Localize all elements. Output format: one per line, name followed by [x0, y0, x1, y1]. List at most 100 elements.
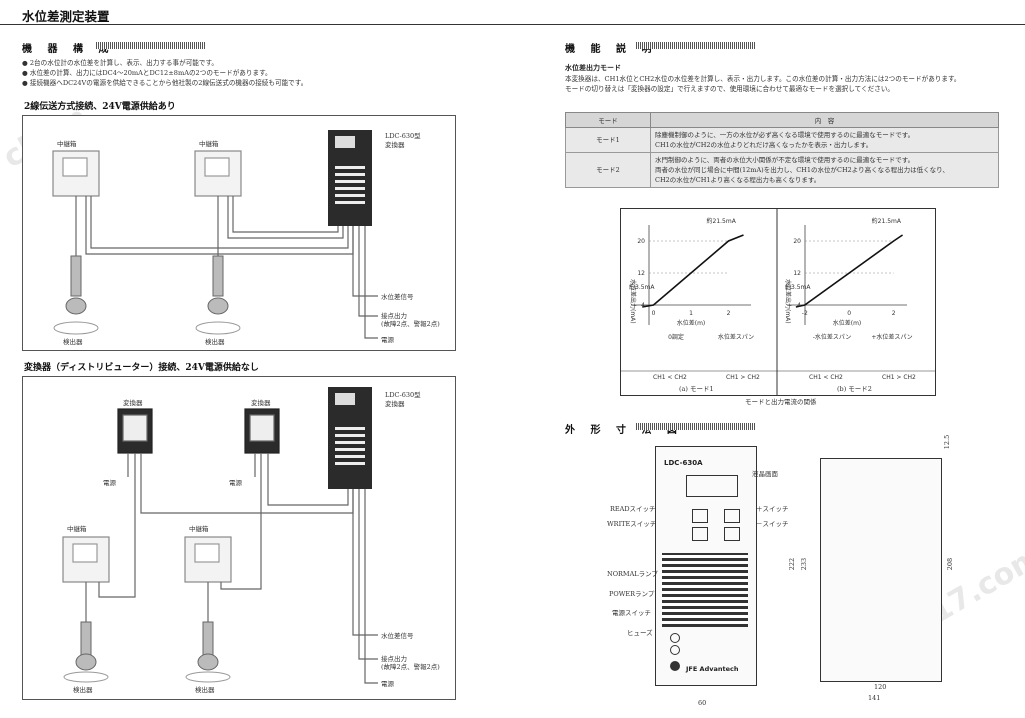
chart-b-label: (b) モード2 — [837, 385, 872, 393]
region-label: CH1 > CH2 — [882, 374, 916, 381]
contact-detail: (故障2点、警報2点) — [381, 663, 440, 671]
power-lamp — [670, 645, 680, 655]
diagram2-wiring — [62, 387, 378, 684]
signal-label: 水位差信号 — [381, 293, 414, 301]
diagram1-box: 中継箱 中継箱 検出器 検出器 LDC-630型 変換器 水位差信号 接点出力 … — [22, 115, 456, 351]
write-button[interactable] — [692, 527, 708, 541]
table-row: モード1 除塵機制御のように、一方の水位が必ず高くなる環境で使用するのに最適なモ… — [565, 127, 999, 153]
section-bar — [96, 42, 206, 49]
junction-label: 中継箱 — [199, 140, 219, 148]
contact-label: 接点出力 — [381, 312, 407, 320]
normal-callout: NORMALランプ — [607, 570, 658, 578]
signal-label: 水位差信号 — [381, 632, 414, 640]
annotation: 約3.5mA — [629, 283, 655, 291]
section-bar — [636, 42, 756, 49]
brand-label: JFE Advantech — [686, 665, 739, 673]
dim-208: 208 — [946, 557, 955, 571]
section-bar — [636, 423, 756, 430]
detector-label: 検出器 — [73, 686, 93, 694]
power-label: 電源 — [381, 680, 394, 688]
read-button[interactable] — [692, 509, 708, 523]
device-model: LDC-630A — [664, 459, 703, 467]
converter-label: 変換器 — [385, 400, 405, 408]
mode-cell: モード2 — [565, 152, 651, 188]
dim-222: 222 — [788, 557, 797, 571]
function-line: モードの切り替えは「変換器の設定」で行えますので、使用環境に合わせて最適なモード… — [565, 85, 895, 93]
table-row: モード2 水門制御のように、両者の水位大小関係が不定な環境で使用するのに最適なモ… — [565, 152, 999, 188]
region-label: CH1 < CH2 — [809, 374, 843, 381]
x-tick-label: 1 — [689, 310, 693, 317]
junction-label: 中継箱 — [57, 140, 77, 148]
junction-label: 中継箱 — [67, 525, 87, 533]
mode-cell: モード1 — [565, 127, 651, 153]
section-title-function: 機 能 説 明 — [565, 44, 658, 55]
function-line: 本変換器は、CH1水位とCH2水位の水位差を計算し、表示・出力します。この水位差… — [565, 75, 961, 83]
bullet-list: ● 2台の水位計の水位差を計算し、表示、出力する事が可能です。 ● 水位差の計算… — [22, 58, 307, 88]
fuse — [670, 661, 680, 671]
terminal-block — [662, 553, 748, 627]
converter-label: 変換器 — [385, 141, 405, 149]
region-label: CH1 > CH2 — [726, 374, 760, 381]
dist-power-label: 電源 — [103, 479, 116, 487]
display-window — [686, 475, 738, 497]
mode-desc: 水門制御のように、両者の水位大小関係が不定な環境で使用するのに最適なモードです。… — [650, 152, 999, 188]
annotation: 約3.5mA — [785, 283, 811, 291]
write-callout: WRITEスイッチ — [607, 520, 657, 528]
diagram2-box: 変換器 変換器 電源 電源 中継箱 中継箱 検出器 検出器 LDC-630型 変… — [22, 376, 456, 700]
chart-a-label: (a) モード1 — [679, 385, 714, 393]
minus-button[interactable] — [724, 527, 740, 541]
region-label: CH1 < CH2 — [653, 374, 687, 381]
table-header: モード — [565, 112, 651, 128]
diagram1-wiring — [52, 130, 378, 339]
section-title-dimensions: 外 形 寸 法 図 — [565, 425, 683, 436]
y-tick-label: 20 — [793, 238, 801, 245]
plus-callout: ＋スイッチ — [756, 505, 789, 513]
bullet-item: ● 水位差の計算、出力にはDC4～20mAとDC12±8mAの2つのモードがあり… — [22, 69, 272, 77]
x-axis-label: 水位差(m) — [833, 319, 862, 327]
contact-label: 接点出力 — [381, 655, 407, 663]
display-callout: 液晶画面 — [752, 470, 778, 478]
diagram1-title: 2線伝送方式接続、24V電源供給あり — [24, 102, 176, 112]
y-tick-label: 4 — [797, 302, 801, 309]
y-axis-label: 水位差出力(mA) — [629, 279, 637, 324]
diagram2-title: 変換器（ディストリビューター）接続、24V電源供給なし — [24, 363, 259, 373]
series-line — [795, 234, 904, 308]
minus-callout: －スイッチ — [756, 520, 789, 528]
fuse-callout: ヒューズ — [627, 629, 653, 637]
distributor-label: 変換器 — [251, 399, 271, 407]
detector-label: 検出器 — [195, 686, 215, 694]
function-subtitle: 水位差出力モード — [565, 64, 621, 72]
page-title: 水位差測定装置 — [22, 9, 110, 24]
x-tick-label: 2 — [892, 310, 896, 317]
bullet-item: ● 接続機器へDC24Vの電源を供給できることから他社製の2線伝送式の機器の接続… — [22, 79, 308, 87]
power-callout: POWERランプ — [609, 590, 655, 598]
header-rule — [0, 24, 1025, 25]
converter-model: LDC-630型 — [385, 132, 421, 140]
x-axis-label: 水位差(m) — [677, 319, 706, 327]
dim-141: 141 — [868, 694, 881, 702]
device-front: LDC-630A JFE Advantech — [655, 446, 757, 686]
dim-60: 60 — [698, 699, 707, 707]
contact-detail: (故障2点、警報2点) — [381, 320, 440, 328]
detector-label: 検出器 — [63, 338, 83, 346]
y-tick-label: 12 — [793, 270, 801, 277]
detector-label: 検出器 — [205, 338, 225, 346]
normal-lamp — [670, 633, 680, 643]
section-title-config: 機 器 構 成 — [22, 44, 115, 55]
y-tick-label: 12 — [637, 270, 645, 277]
x-tick-label: 0 — [652, 310, 656, 317]
read-callout: READスイッチ — [610, 505, 656, 513]
annotation: 水位差スパン — [718, 333, 754, 341]
bullet-item: ● 2台の水位計の水位差を計算し、表示、出力する事が可能です。 — [22, 59, 219, 67]
annotation: +水位差スパン — [871, 333, 912, 341]
function-text: 本変換器は、CH1水位とCH2水位の水位差を計算し、表示・出力します。この水位差… — [565, 74, 1005, 94]
annotation: 約21.5mA — [872, 217, 902, 225]
annotation: 約21.5mA — [707, 217, 737, 225]
dist-power-label: 電源 — [229, 479, 242, 487]
junction-label: 中継箱 — [189, 525, 209, 533]
power-label: 電源 — [381, 336, 394, 344]
chart-caption: モードと出力電流の関係 — [745, 398, 817, 406]
series-line — [642, 234, 744, 308]
plus-button[interactable] — [724, 509, 740, 523]
